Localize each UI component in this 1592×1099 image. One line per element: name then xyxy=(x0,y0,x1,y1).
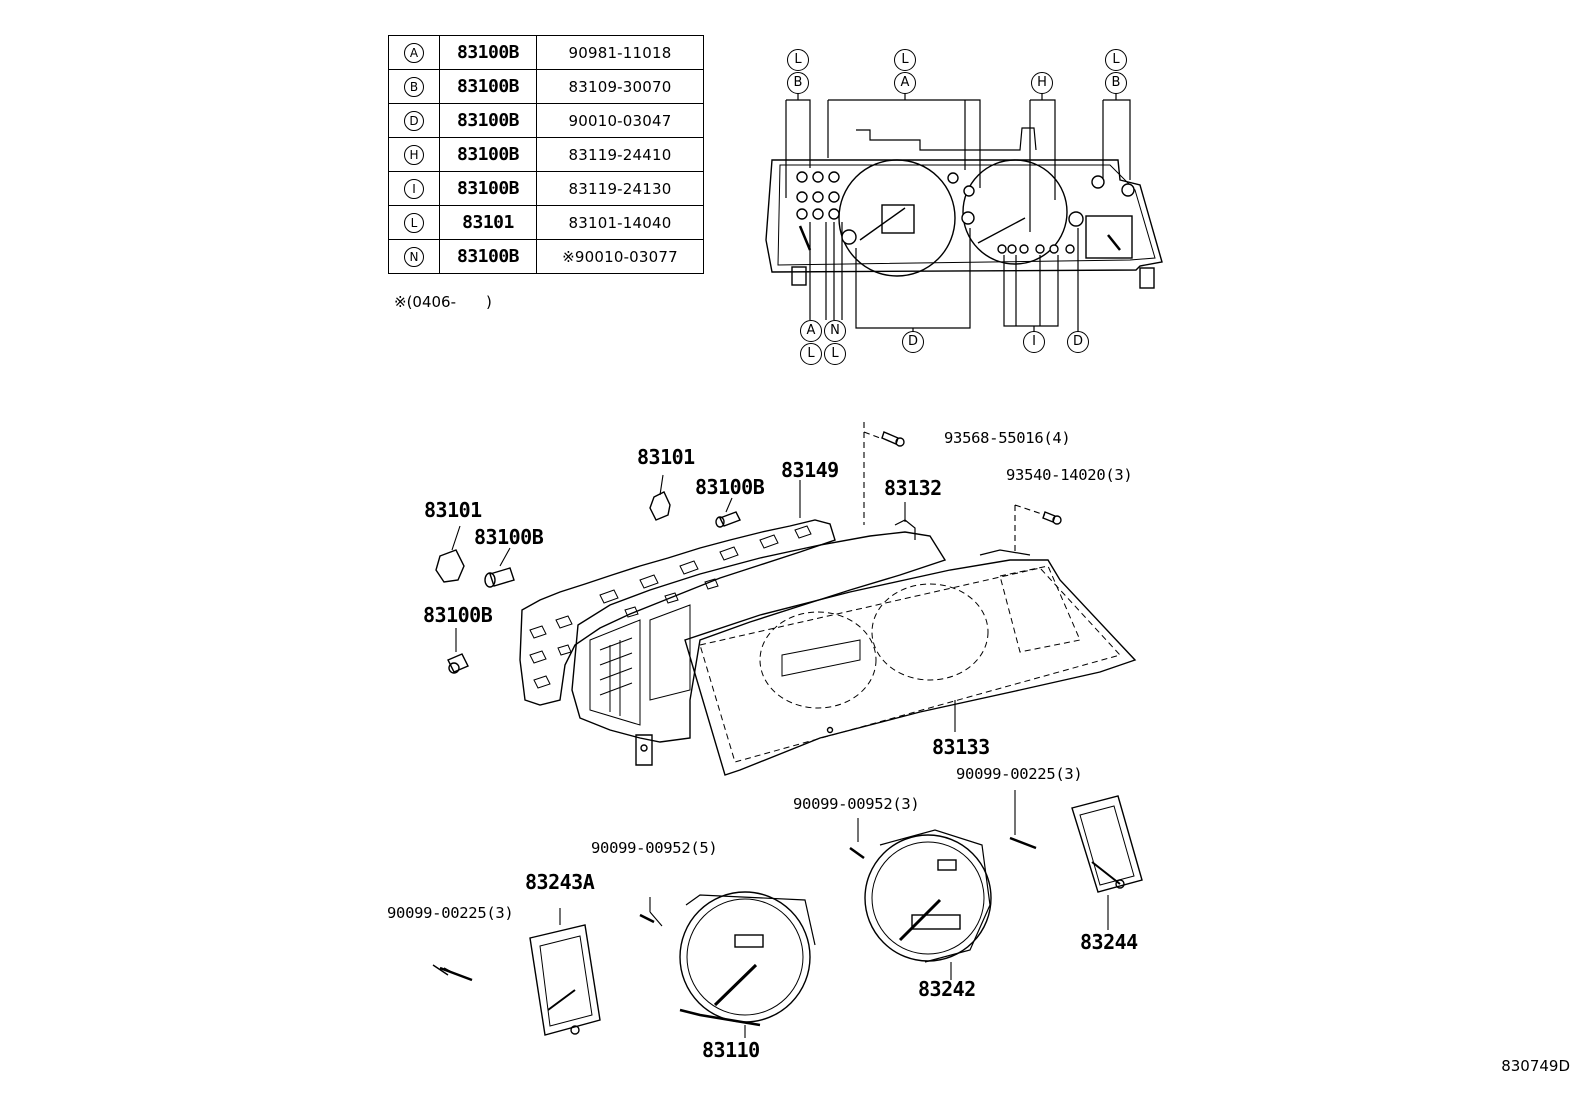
callout-83244: 83244 xyxy=(1080,930,1138,954)
socket-83101-upper xyxy=(649,491,671,521)
bulb-83100B-lower xyxy=(447,653,469,674)
callout-83242: 83242 xyxy=(918,977,976,1001)
detail-label: L xyxy=(824,343,846,365)
legend-part: ※90010-03077 xyxy=(536,239,704,274)
detail-label: D xyxy=(1067,331,1089,353)
detail-label: L xyxy=(1105,49,1127,71)
detail-label: N xyxy=(824,320,846,342)
bulb-83100B-left xyxy=(484,567,515,588)
legend-table: A 83100B 90981-11018 B 83100B 83109-3007… xyxy=(388,35,704,274)
legend-key: L xyxy=(404,213,424,233)
legend-part: 83119-24410 xyxy=(536,137,704,172)
callout-83100b-lower: 83100B xyxy=(423,603,493,627)
legend-row-a: A 83100B 90981-11018 xyxy=(388,35,704,70)
callout-83110: 83110 xyxy=(702,1038,760,1062)
circuit-plate-83149 xyxy=(519,519,836,706)
legend-group: 83100B xyxy=(439,69,537,104)
legend-row-h: H 83100B 83119-24410 xyxy=(388,137,704,172)
meter-case-83132 xyxy=(571,519,947,766)
legend-row-i: I 83100B 83119-24130 xyxy=(388,171,704,206)
legend-group: 83100B xyxy=(439,171,537,206)
figure-id: 830749D xyxy=(1501,1057,1570,1075)
legend-key: H xyxy=(404,145,424,165)
temp-gauge-83243A xyxy=(432,908,601,1036)
callout-93568-55016: 93568-55016(4) xyxy=(944,429,1071,447)
socket-83101-left xyxy=(435,549,465,583)
meter-face-detail xyxy=(765,84,1163,340)
legend-row-b: B 83100B 83109-30070 xyxy=(388,69,704,104)
callout-90099-00225-right: 90099-00225(3) xyxy=(956,765,1083,783)
detail-label: I xyxy=(1023,331,1045,353)
legend-group: 83100B xyxy=(439,137,537,172)
legend-key: B xyxy=(404,77,424,97)
detail-label: A xyxy=(800,320,822,342)
legend-note: ※(0406- ) xyxy=(394,293,492,311)
callout-83101-upper: 83101 xyxy=(637,445,695,469)
callout-83100b-upper: 83100B xyxy=(695,475,765,499)
detail-label: H xyxy=(1031,72,1053,94)
legend-key: A xyxy=(404,43,424,63)
legend-key: N xyxy=(404,247,424,267)
legend-row-d: D 83100B 90010-03047 xyxy=(388,103,704,138)
tachometer-83242 xyxy=(849,818,992,980)
callout-83133: 83133 xyxy=(932,735,990,759)
legend-part: 83119-24130 xyxy=(536,171,704,206)
callout-90099-00952-3: 90099-00952(3) xyxy=(793,795,920,813)
legend-key: D xyxy=(404,111,424,131)
detail-label: B xyxy=(787,72,809,94)
legend-group: 83100B xyxy=(439,35,537,70)
callout-90099-00225-left: 90099-00225(3) xyxy=(387,904,514,922)
screw-93540 xyxy=(1042,511,1062,525)
legend-group: 83101 xyxy=(439,205,537,240)
detail-label: L xyxy=(787,49,809,71)
callout-90099-00952-5: 90099-00952(5) xyxy=(591,839,718,857)
detail-label: D xyxy=(902,331,924,353)
legend-row-n: N 83100B ※90010-03077 xyxy=(388,239,704,274)
fuel-gauge-83244 xyxy=(1009,790,1143,930)
legend-group: 83100B xyxy=(439,239,537,274)
callout-83100b-left: 83100B xyxy=(474,525,544,549)
detail-label: B xyxy=(1105,72,1127,94)
bulb-83100B-upper xyxy=(715,511,741,528)
legend-row-l: L 83101 83101-14040 xyxy=(388,205,704,240)
legend-group: 83100B xyxy=(439,103,537,138)
callout-93540-14020: 93540-14020(3) xyxy=(1006,466,1133,484)
detail-label: L xyxy=(894,49,916,71)
detail-label: A xyxy=(894,72,916,94)
callout-83132: 83132 xyxy=(884,476,942,500)
detail-label: L xyxy=(800,343,822,365)
legend-key: I xyxy=(404,179,424,199)
speedometer-83110 xyxy=(639,891,816,1038)
legend-part: 83109-30070 xyxy=(536,69,704,104)
legend-part: 90981-11018 xyxy=(536,35,704,70)
callout-83101-left: 83101 xyxy=(424,498,482,522)
legend-part: 90010-03047 xyxy=(536,103,704,138)
callout-83149: 83149 xyxy=(781,458,839,482)
meter-lens-83133 xyxy=(684,549,1137,776)
callout-83243a: 83243A xyxy=(525,870,595,894)
screw-93568 xyxy=(881,431,905,447)
legend-part: 83101-14040 xyxy=(536,205,704,240)
